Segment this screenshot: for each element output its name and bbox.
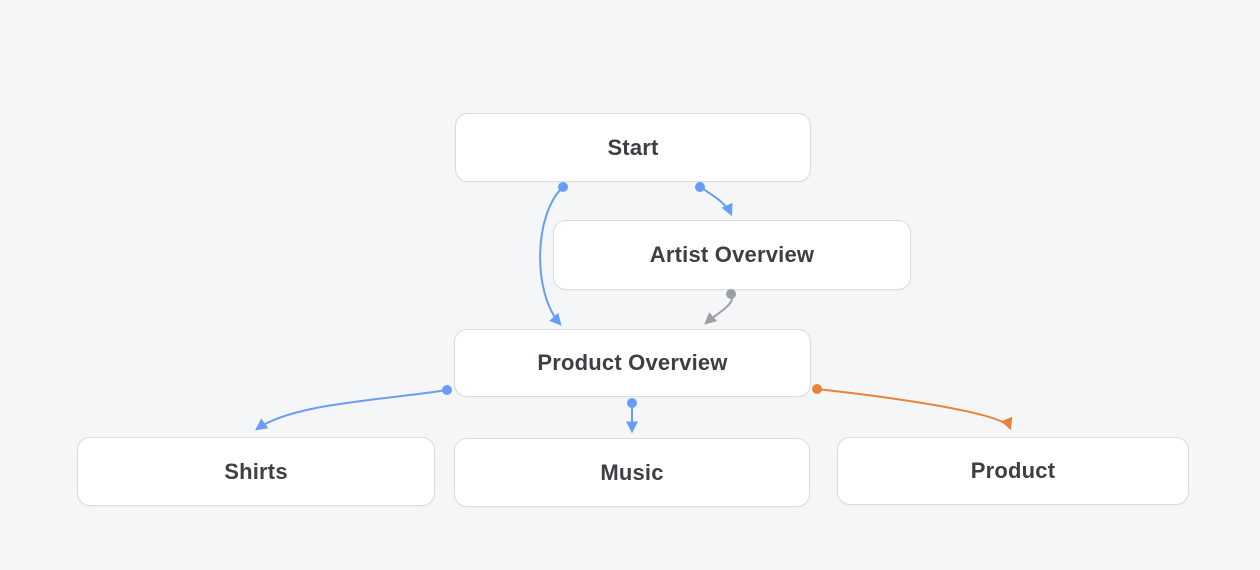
node-product[interactable]: Product [837, 437, 1189, 505]
edge-start-to-product-overview[interactable] [539, 182, 568, 326]
node-product-overview-label: Product Overview [537, 350, 728, 375]
edge-start-to-artist-overview[interactable] [695, 182, 733, 217]
node-music[interactable]: Music [454, 438, 810, 507]
node-shirts[interactable]: Shirts [77, 437, 435, 506]
node-product-label: Product [970, 458, 1056, 483]
node-music-label: Music [600, 459, 664, 485]
node-product-overview[interactable]: Product Overview [454, 329, 811, 397]
node-start[interactable]: Start [455, 113, 811, 182]
node-shirts-label: Shirts [224, 458, 288, 484]
node-artist-overview-label: Artist Overview [649, 242, 815, 267]
edge-product-overview-to-product[interactable] [812, 384, 1013, 431]
edge-product-overview-to-shirts[interactable] [255, 385, 452, 431]
node-artist-overview[interactable]: Artist Overview [553, 220, 911, 290]
node-start-label: Start [607, 134, 659, 160]
edge-artist-overview-to-product-overview[interactable] [704, 289, 736, 325]
